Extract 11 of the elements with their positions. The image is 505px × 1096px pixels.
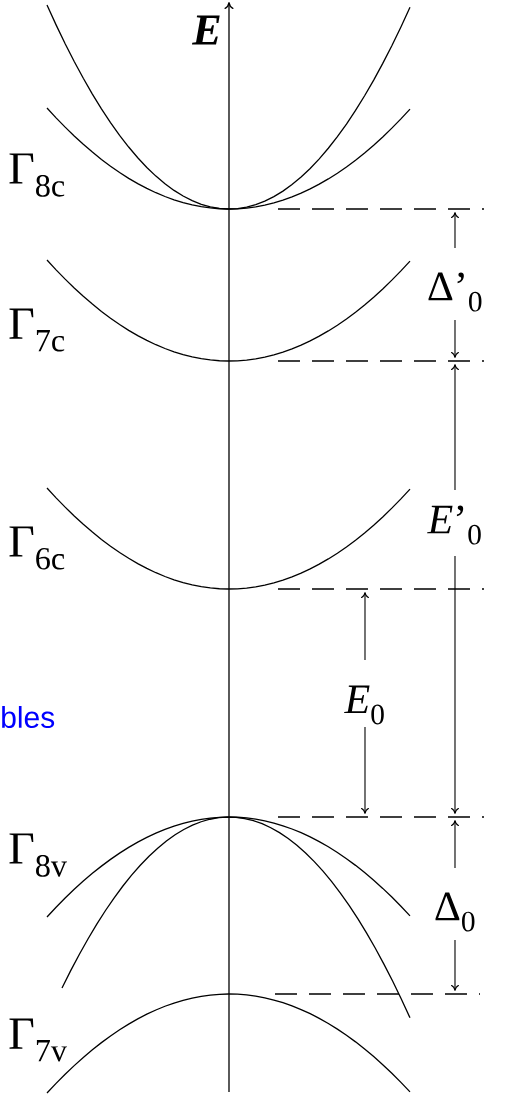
band-label: Γ$_{7v}$ — [9, 1018, 67, 1062]
band-label: Γ$_{8c}$ — [9, 153, 65, 197]
gap-label: E$_{0}$ — [344, 685, 384, 725]
side-text: bles — [2, 706, 55, 729]
gap-label: E’$_{0}$ — [427, 505, 481, 545]
gap-label: Δ$_{0}$ — [435, 892, 475, 932]
band-label: Γ$_{6c}$ — [9, 526, 65, 570]
gap-label: Δ’$_{0}$ — [428, 272, 482, 312]
band-label: Γ$_{7c}$ — [9, 308, 65, 352]
axis-label: E — [192, 15, 220, 45]
band-label: Γ$_{8v}$ — [9, 833, 67, 877]
